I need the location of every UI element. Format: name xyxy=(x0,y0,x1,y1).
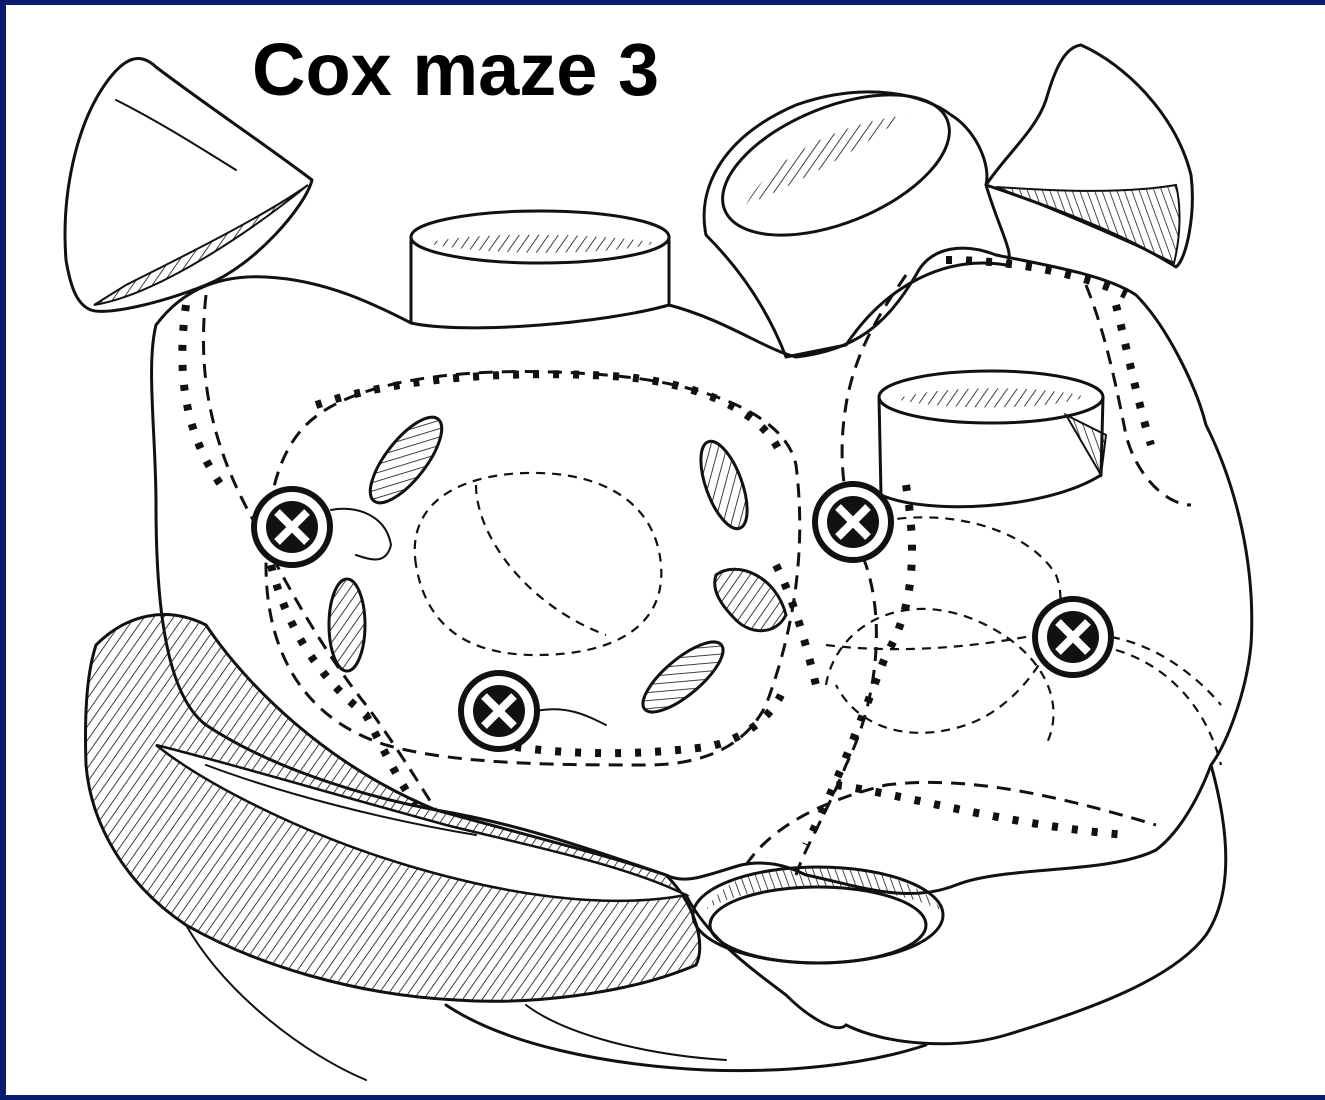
slide-canvas: Cox maze 3 xyxy=(6,5,1325,1095)
cox-maze-diagram xyxy=(6,5,1325,1095)
circled-x-icon xyxy=(1035,599,1111,675)
excised-right-appendage xyxy=(986,45,1192,267)
vessel-ivc-stump xyxy=(693,867,943,963)
vessel-stump-svc xyxy=(411,211,669,323)
atrial-orifices xyxy=(329,407,786,723)
excised-left-appendage xyxy=(65,59,312,312)
circled-x-icon xyxy=(254,489,330,565)
circled-x-icon xyxy=(461,673,537,749)
lesion-marker-2 xyxy=(461,673,537,749)
circled-x-icon xyxy=(815,484,891,560)
lesion-marker-4 xyxy=(1035,599,1111,675)
vessel-aorta xyxy=(703,66,1009,357)
lesion-marker-1 xyxy=(254,489,330,565)
lesion-marker-3 xyxy=(815,484,891,560)
vessel-pulmonary-stump xyxy=(879,371,1106,507)
